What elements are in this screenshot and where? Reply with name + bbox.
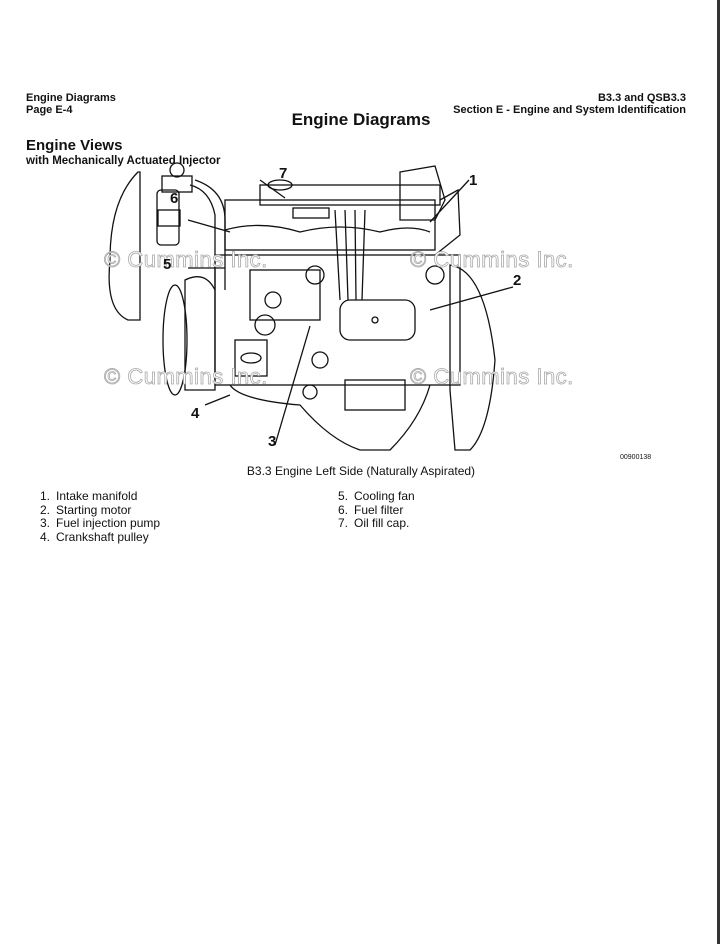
- engine-diagram: [108, 162, 514, 451]
- legend-label: Starting motor: [56, 502, 132, 517]
- header-section-title: Section E - Engine and System Identifica…: [453, 104, 686, 116]
- legend-right: 5. Cooling fan 6. Fuel filter 7. Oil fill c…: [326, 489, 415, 531]
- legend-item: 7. Oil fill cap.: [326, 516, 415, 531]
- legend-item: 2. Starting motor: [28, 502, 160, 518]
- legend-label: Fuel injection pump: [56, 516, 161, 530]
- legend-item: 4. Crankshaft pulley: [28, 529, 160, 545]
- callout-7: 7: [279, 165, 288, 182]
- legend-label: Oil fill cap.: [354, 516, 410, 530]
- watermark: © Cummins Inc.: [104, 364, 268, 390]
- legend-label: Crankshaft pulley: [56, 529, 149, 544]
- watermark: © Cummins Inc.: [410, 364, 574, 390]
- watermark: © Cummins Inc.: [104, 247, 268, 273]
- callout-2: 2: [513, 272, 522, 289]
- legend-number: 7.: [337, 516, 348, 530]
- legend-number: 6.: [337, 502, 348, 517]
- callout-4: 4: [191, 405, 200, 422]
- page-title: Engine Diagrams: [291, 110, 431, 129]
- subsection-heading: with Mechanically Actuated Injector: [26, 155, 221, 167]
- legend-label: Fuel filter: [354, 502, 404, 517]
- callout-6: 6: [170, 190, 179, 207]
- legend-number: 1.: [39, 489, 50, 503]
- watermark: © Cummins Inc.: [410, 247, 574, 273]
- header-page-number: Page E-4: [26, 104, 73, 116]
- callout-3: 3: [268, 433, 277, 450]
- legend-number: 2.: [39, 502, 50, 517]
- figure-caption: B3.3 Engine Left Side (Naturally Aspirat…: [246, 464, 476, 478]
- callout-1: 1: [469, 172, 478, 189]
- figure-id: 00900138: [620, 454, 652, 461]
- legend-left: 1. Intake manifold 2. Starting motor 3. Fue…: [28, 489, 161, 545]
- legend-number: 5.: [337, 489, 348, 503]
- legend-item: 1. Intake manifold: [28, 489, 160, 504]
- legend-label: Intake manifold: [56, 489, 138, 503]
- legend-number: 3.: [39, 516, 50, 530]
- legend-item: 3. Fuel injection pump: [28, 516, 161, 531]
- section-heading: Engine Views: [26, 137, 123, 154]
- callout-5: 5: [163, 256, 172, 273]
- legend-item: 5. Cooling fan: [326, 489, 415, 504]
- header-section-name: Engine Diagrams: [26, 92, 116, 104]
- page-edge: [717, 0, 720, 944]
- header-engine-model: B3.3 and QSB3.3: [597, 92, 686, 104]
- legend-item: 6. Fuel filter: [326, 502, 415, 518]
- legend-label: Cooling fan: [354, 489, 415, 503]
- legend-number: 4.: [39, 529, 50, 544]
